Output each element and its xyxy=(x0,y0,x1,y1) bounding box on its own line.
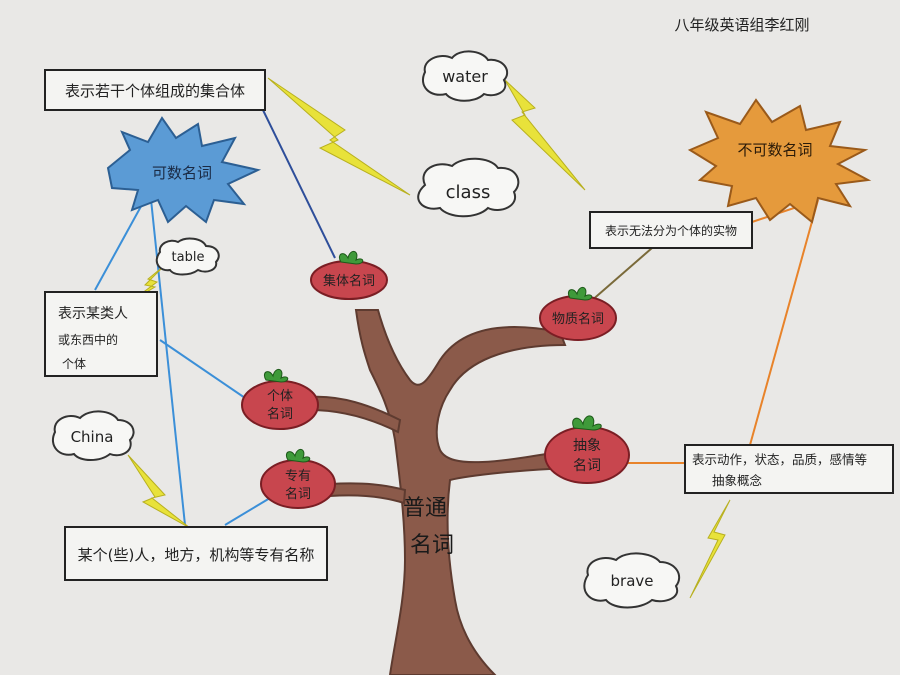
abstract-definition-line2: 抽象概念 xyxy=(712,473,763,488)
fruit-proper-noun: 专有 名词 xyxy=(260,449,336,509)
fruit-collective-label: 集体名词 xyxy=(323,273,375,289)
example-cloud-brave: brave xyxy=(583,552,681,609)
lightning-bolt-water xyxy=(504,79,586,191)
fruit-abstract-label-line2: 名词 xyxy=(573,458,601,474)
material-definition-text: 表示无法分为个体的实物 xyxy=(605,223,737,238)
material-def-to-fruit-line xyxy=(589,247,653,303)
example-china-text: China xyxy=(71,428,114,446)
example-class-text: class xyxy=(446,182,491,203)
fruit-material-noun: 物质名词 xyxy=(539,287,617,341)
individual-definition-line1: 表示某类人 xyxy=(58,306,128,322)
abstract-definition-box: 表示动作，状态，品质，感情等 抽象概念 xyxy=(684,444,894,494)
uncountable-noun-label: 不可数名词 xyxy=(737,141,812,159)
example-water-text: water xyxy=(442,67,488,86)
proper-def-to-fruit-line xyxy=(224,497,271,526)
fruit-individual-label-line2: 名词 xyxy=(267,406,293,422)
individual-definition-line3: 个体 xyxy=(62,357,86,371)
example-cloud-china: China xyxy=(52,410,135,461)
trunk-label-line1: 普通 xyxy=(403,496,447,521)
fruit-material-label: 物质名词 xyxy=(552,311,604,327)
uncountable-to-abstract-def-line xyxy=(749,199,819,446)
example-cloud-table: table xyxy=(155,237,220,276)
fruit-individual-noun: 个体 名词 xyxy=(241,369,319,430)
countable-noun-burst: 可数名词 xyxy=(106,116,262,224)
lightning-bolt-brave xyxy=(689,499,731,599)
example-cloud-water: water xyxy=(422,50,509,102)
individual-definition-box: 表示某类人 或东西中的 个体 xyxy=(44,291,158,377)
collective-definition-text: 表示若干个体组成的集合体 xyxy=(65,82,245,100)
abstract-definition-line1: 表示动作，状态，品质，感情等 xyxy=(692,452,867,467)
fruit-proper-label-line2: 名词 xyxy=(285,486,311,502)
trunk-label-line2: 名词 xyxy=(410,533,454,558)
author-note: 八年级英语组李红刚 xyxy=(674,16,809,34)
fruit-individual-label-line1: 个体 xyxy=(267,389,293,404)
proper-definition-box: 某个(些)人，地方，机构等专有名称 xyxy=(64,526,328,581)
tree-trunk xyxy=(309,309,571,675)
example-table-text: table xyxy=(172,250,205,265)
example-cloud-class: class xyxy=(417,157,520,218)
countable-to-proper-def-line xyxy=(149,189,186,526)
proper-definition-text: 某个(些)人，地方，机构等专有名称 xyxy=(78,546,315,564)
example-brave-text: brave xyxy=(611,572,654,590)
lightning-bolt-class xyxy=(267,77,411,196)
fruit-abstract-label-line1: 抽象 xyxy=(573,438,601,454)
material-definition-box: 表示无法分为个体的实物 xyxy=(589,211,753,249)
connector-lines xyxy=(94,107,819,526)
fruit-collective-noun: 集体名词 xyxy=(310,251,388,300)
collective-definition-box: 表示若干个体组成的集合体 xyxy=(44,69,266,111)
individual-def-to-fruit-line xyxy=(159,339,249,401)
fruit-proper-label-line1: 专有 xyxy=(285,469,311,484)
uncountable-noun-burst: 不可数名词 xyxy=(687,98,872,224)
collective-def-to-fruit-line xyxy=(261,107,336,259)
fruit-abstract-noun: 抽象 名词 xyxy=(544,415,630,484)
individual-definition-line2: 或东西中的 xyxy=(58,332,118,347)
countable-noun-label: 可数名词 xyxy=(152,164,212,182)
